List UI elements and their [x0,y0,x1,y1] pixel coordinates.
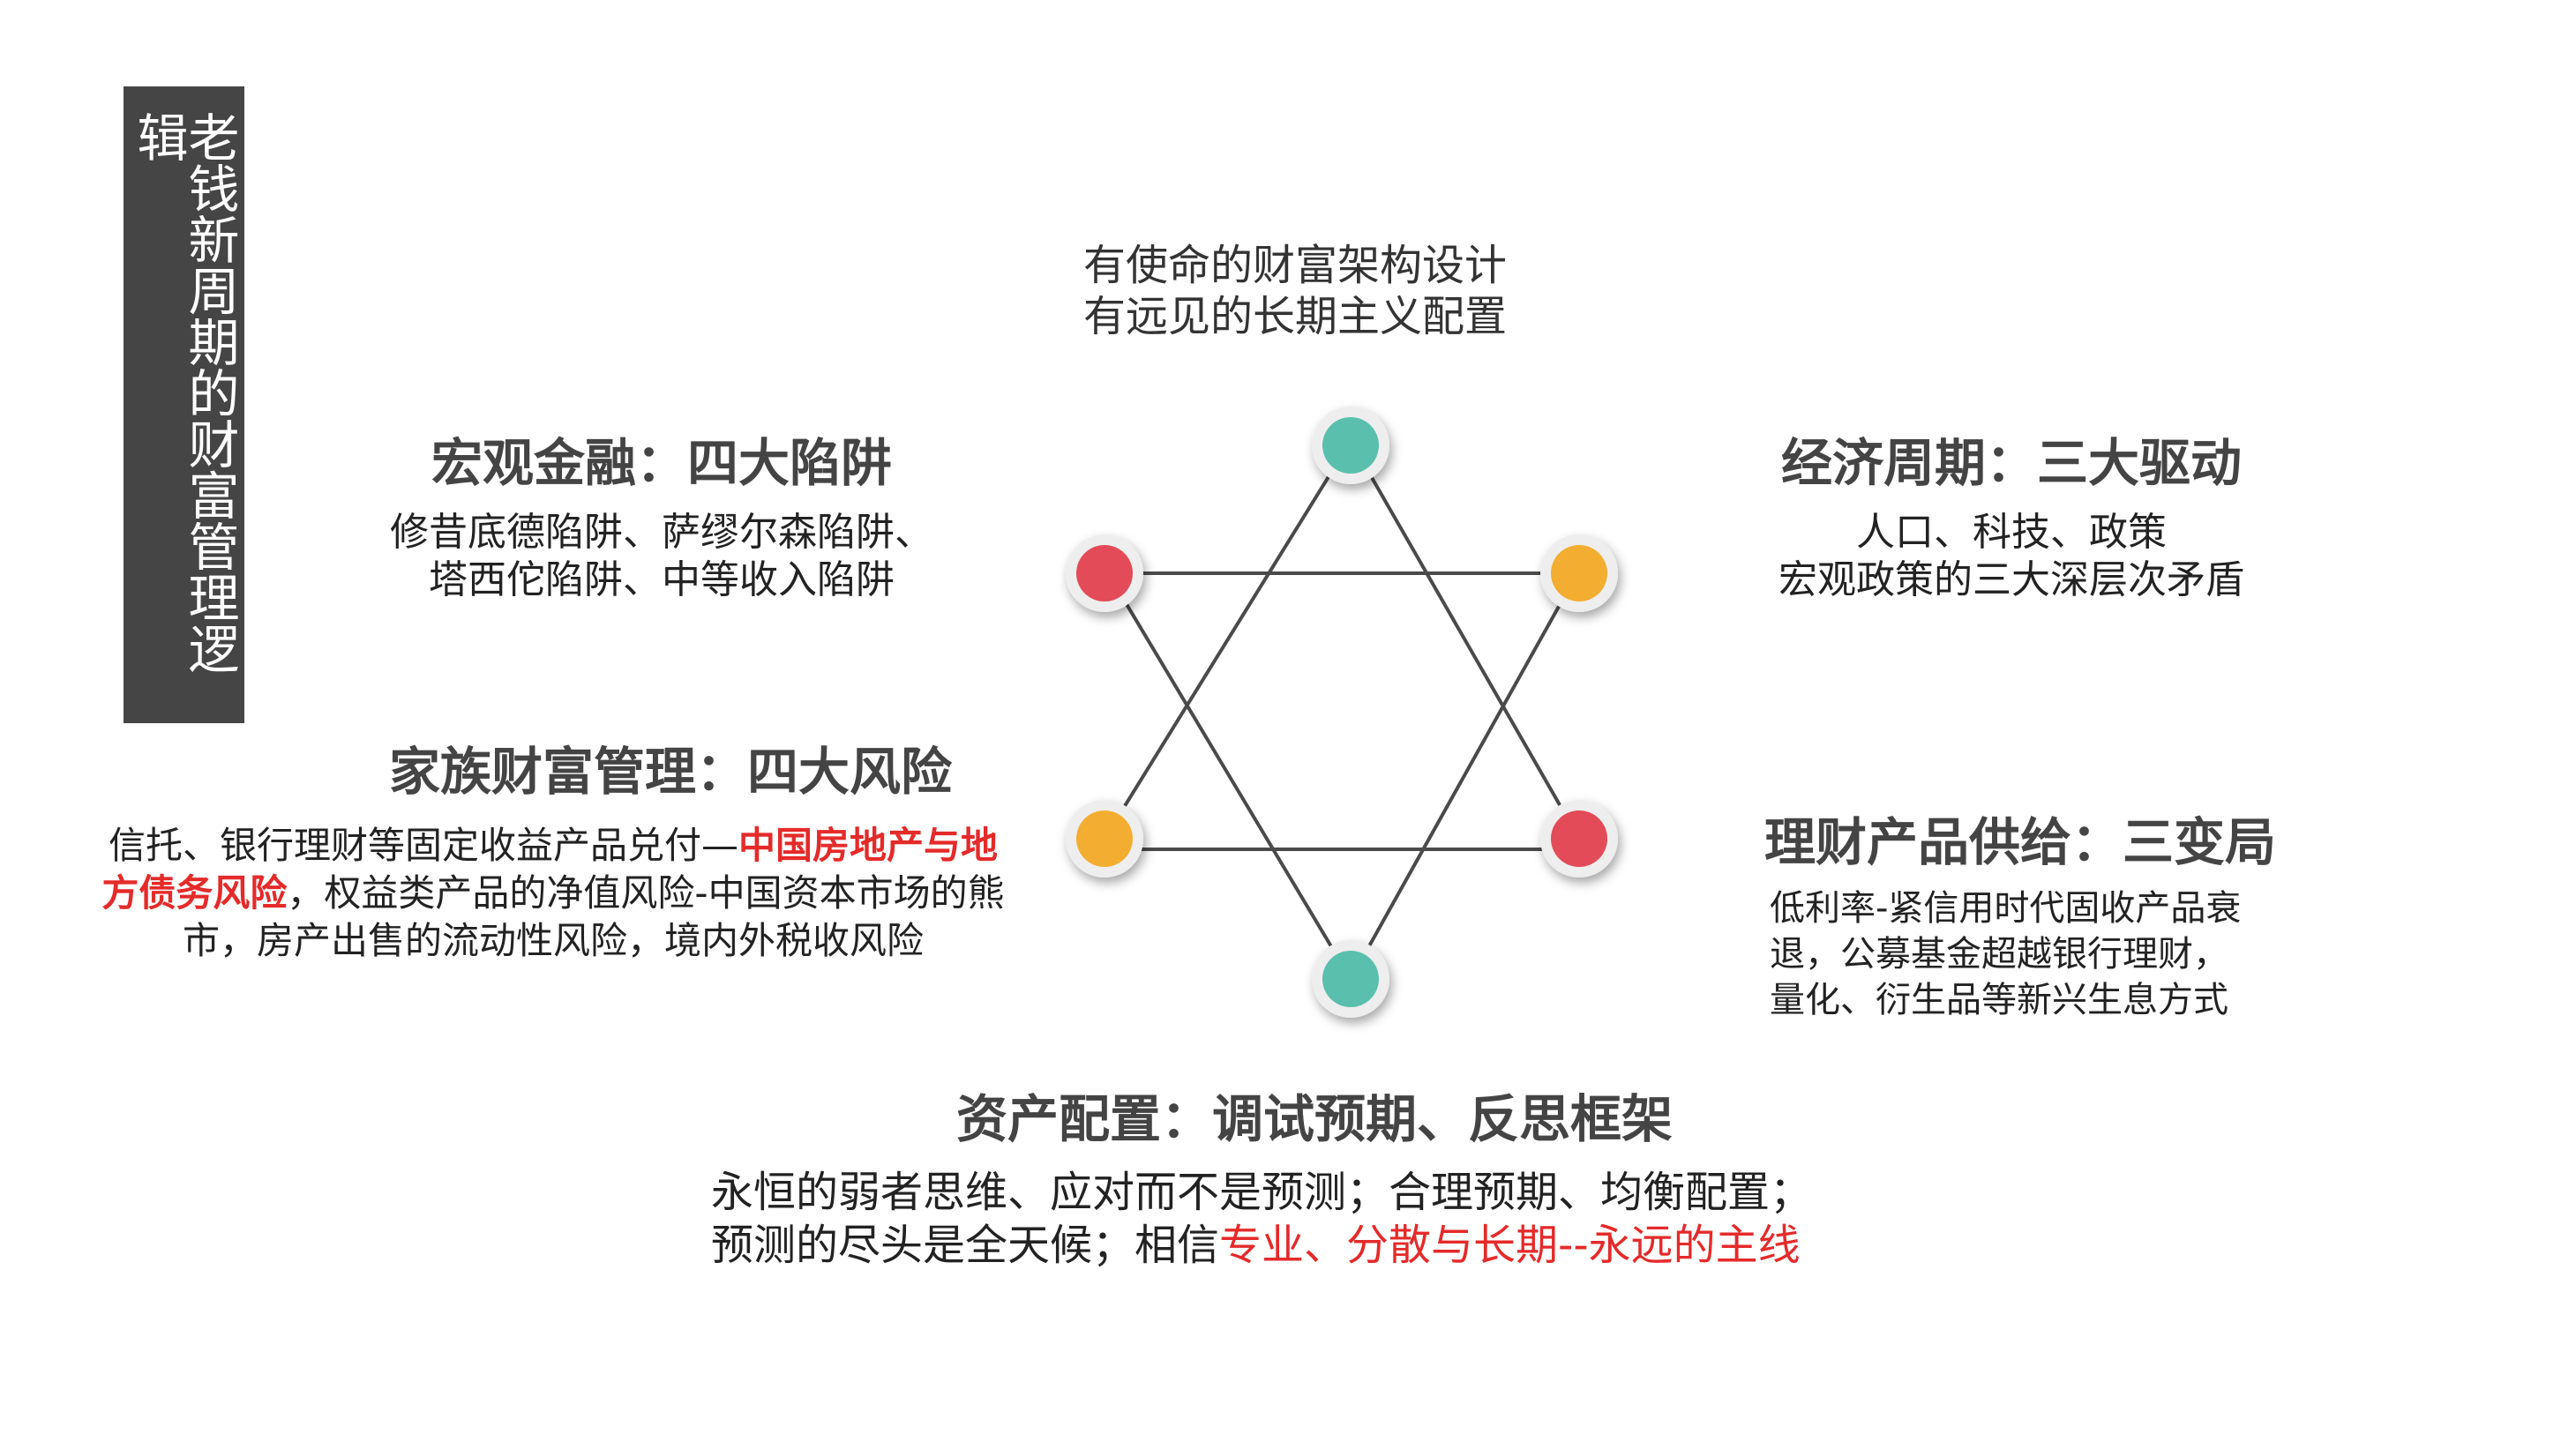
products-heading: 理财产品供给：三变局 [1764,812,2277,872]
node-lower-left-fill [1076,810,1133,867]
node-lower-right-fill [1551,810,1607,867]
family-line-1-highlight: 中国房地产与地 [738,824,999,867]
allocation-body: 永恒的弱者思维、应对而不是预测；合理预期、均衡配置； 预测的尽头是全天候；相信专… [711,1166,1858,1272]
macro-body: 修昔底德陷阱、萨缪尔森陷阱、 塔西佗陷阱、中等收入陷阱 [371,509,953,604]
allocation-section: 资产配置：调试预期、反思框架 [900,1078,1729,1152]
sidebar-title: 老钱新周期的财富管理逻辑 [128,111,240,674]
triangle-down-edge-right [1352,572,1579,975]
economic-line-1: 人口、科技、政策 [1856,510,2167,555]
products-line-2: 退，公募基金超越银行理财， [1770,934,2228,975]
family-line-1-text: 信托、银行理财等固定收益产品兑付— [108,824,738,867]
allocation-line-2-text: 预测的尽头是全天候；相信 [711,1221,1220,1270]
top-text: 有使命的财富架构设计 有远见的长期主义配置 [1083,240,1507,342]
economic-section: 经济周期：三大驱动 [1729,422,2294,496]
allocation-line-2: 预测的尽头是全天候；相信专业、分散与长期--永远的主线 [711,1219,1858,1272]
products-body: 低利率-紧信用时代固收产品衰 退，公募基金超越银行理财， 量化、衍生品等新兴生息… [1770,885,2299,1023]
sidebar-title-bar: 老钱新周期的财富管理逻辑 [124,86,244,723]
products-line-3: 量化、衍生品等新兴生息方式 [1770,980,2228,1020]
macro-heading: 宏观金融：四大陷阱 [431,433,892,493]
macro-section: 宏观金融：四大陷阱 [379,422,944,496]
allocation-line-2-highlight: 专业、分散与长期--永远的主线 [1219,1221,1801,1270]
node-upper-right-fill [1551,545,1607,601]
products-line-1: 低利率-紧信用时代固收产品衰 [1770,888,2242,929]
family-line-2-highlight: 方债务风险 [101,871,288,915]
top-line-2: 有远见的长期主义配置 [1083,292,1508,341]
allocation-heading: 资产配置：调试预期、反思框架 [955,1089,1673,1149]
macro-line-2: 塔西佗陷阱、中等收入陷阱 [429,557,895,602]
node-top-fill [1322,417,1379,474]
family-line-2: 方债务风险，权益类产品的净值风险-中国资本市场的熊 [46,870,1060,917]
economic-line-2: 宏观政策的三大深层次矛盾 [1778,557,2244,602]
triangle-up-edge-right [1352,444,1581,840]
node-bottom-fill [1322,951,1379,1007]
macro-line-1: 修昔底德陷阱、萨缪尔森陷阱、 [390,510,933,555]
family-section: 家族财富管理：四大风险 [335,730,1006,804]
triangle-down-edge-left [1106,571,1350,976]
allocation-line-1: 永恒的弱者思维、应对而不是预测；合理预期、均衡配置； [711,1168,1813,1217]
triangle-up-edge-left [1103,444,1350,840]
node-upper-left-fill [1076,545,1133,601]
top-line-1: 有使命的财富架构设计 [1083,241,1508,290]
economic-body: 人口、科技、政策 宏观政策的三大深层次矛盾 [1729,509,2294,604]
products-section: 理财产品供给：三变局 [1764,801,2329,875]
economic-heading: 经济周期：三大驱动 [1780,433,2242,493]
family-line-3: 市，房产出售的流动性风险，境内外税收风险 [182,919,924,962]
family-line-2-text: ，权益类产品的净值风险-中国资本市场的熊 [287,871,1005,915]
family-heading: 家族财富管理：四大风险 [388,742,952,802]
family-line-1: 信托、银行理财等固定收益产品兑付—中国房地产与地 [46,822,1060,870]
family-body: 信托、银行理财等固定收益产品兑付—中国房地产与地 方债务风险，权益类产品的净值风… [46,822,1060,965]
